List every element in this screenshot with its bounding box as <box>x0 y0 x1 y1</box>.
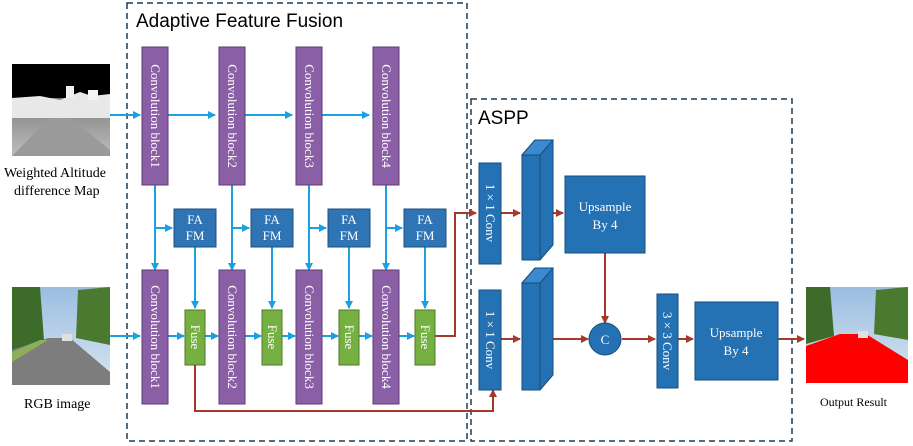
svg-text:FA: FA <box>417 212 433 227</box>
svg-text:C: C <box>601 332 610 347</box>
svg-text:Convolution block1: Convolution block1 <box>148 64 163 168</box>
altitude-label-line1: Weighted Altitude <box>4 166 106 181</box>
concat-node: C <box>588 322 622 356</box>
svg-text:1 × 1 Conv: 1 × 1 Conv <box>483 184 498 243</box>
fuse-block-3: Fuse <box>338 309 360 366</box>
conv3x3-block: 3 × 3 Conv <box>656 293 679 389</box>
fuse-block-2: Fuse <box>261 309 283 366</box>
svg-text:Upsample: Upsample <box>710 325 763 340</box>
conv-block-top-3: Convolution block3 <box>295 46 323 186</box>
feature-map-top <box>520 139 555 261</box>
fafm-block-1: FA FM <box>173 208 217 248</box>
svg-text:FA: FA <box>187 212 203 227</box>
svg-text:Fuse: Fuse <box>265 325 280 350</box>
conv-block-top-2: Convolution block2 <box>218 46 246 186</box>
conv-block-top-1: Convolution block1 <box>141 46 169 186</box>
svg-text:Fuse: Fuse <box>188 325 203 350</box>
fafm-block-4: FA FM <box>403 208 447 248</box>
upsample-top-block: Upsample By 4 <box>564 175 646 254</box>
svg-text:FM: FM <box>186 228 205 243</box>
conv-block-top-4: Convolution block4 <box>372 46 400 186</box>
svg-text:Upsample: Upsample <box>579 199 632 214</box>
svg-text:1 × 1 Conv: 1 × 1 Conv <box>483 311 498 370</box>
svg-text:Convolution block1: Convolution block1 <box>148 285 163 389</box>
altitude-map-image <box>12 64 110 156</box>
aff-title: Adaptive Feature Fusion <box>136 11 343 32</box>
conv-block-bottom-3: Convolution block3 <box>295 269 323 405</box>
svg-text:FM: FM <box>263 228 282 243</box>
aspp-title: ASPP <box>478 108 529 129</box>
rgb-image <box>12 287 110 385</box>
svg-text:FM: FM <box>416 228 435 243</box>
conv-block-bottom-4: Convolution block4 <box>372 269 400 405</box>
output-image <box>806 287 908 383</box>
fuse1-skip-to-aspp-bottom-arrow <box>194 365 497 412</box>
rgb-label: RGB image <box>24 397 91 412</box>
svg-text:Fuse: Fuse <box>342 325 357 350</box>
feature-map-bottom <box>520 267 555 391</box>
fafm-block-2: FA FM <box>250 208 294 248</box>
fuse4-to-aspp-top-arrow <box>435 209 477 337</box>
svg-text:FM: FM <box>340 228 359 243</box>
svg-text:Convolution block4: Convolution block4 <box>379 64 394 168</box>
conv-block-bottom-2: Convolution block2 <box>218 269 246 405</box>
svg-text:Convolution block3: Convolution block3 <box>302 64 317 168</box>
svg-text:3 × 3 Conv: 3 × 3 Conv <box>660 312 675 371</box>
aff-section-box <box>126 2 468 442</box>
upsample-bottom-block: Upsample By 4 <box>694 301 779 381</box>
svg-text:Convolution block2: Convolution block2 <box>225 285 240 389</box>
altitude-label-line2: difference Map <box>14 184 100 199</box>
fuse-block-1: Fuse <box>184 309 206 366</box>
fafm-block-3: FA FM <box>327 208 371 248</box>
conv-block-bottom-1: Convolution block1 <box>141 269 169 405</box>
svg-text:Convolution block4: Convolution block4 <box>379 285 394 389</box>
svg-text:By 4: By 4 <box>724 343 749 358</box>
aspp-section-box <box>470 98 793 442</box>
svg-text:By 4: By 4 <box>593 217 618 232</box>
output-label: Output Result <box>820 395 888 409</box>
svg-text:Convolution block2: Convolution block2 <box>225 64 240 168</box>
svg-text:FA: FA <box>264 212 280 227</box>
conv1x1-bottom-block: 1 × 1 Conv <box>478 289 502 391</box>
svg-text:Convolution block3: Convolution block3 <box>302 285 317 389</box>
svg-text:FA: FA <box>341 212 357 227</box>
conv1x1-top-block: 1 × 1 Conv <box>478 162 502 265</box>
fuse-block-4: Fuse <box>414 309 436 366</box>
svg-text:Fuse: Fuse <box>418 325 433 350</box>
